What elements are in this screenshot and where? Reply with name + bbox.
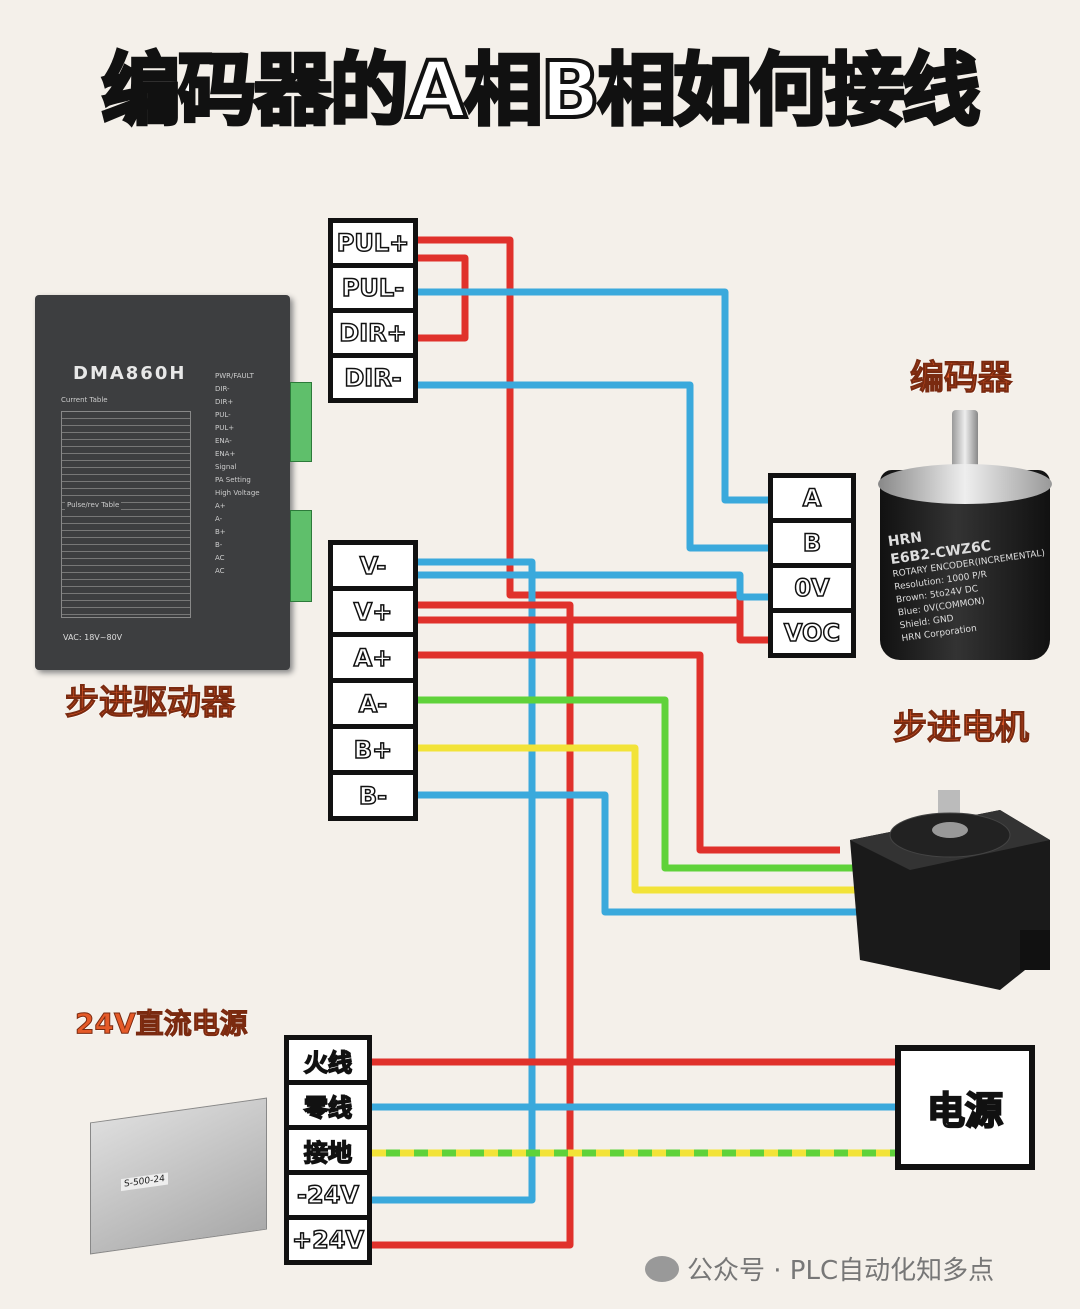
encoder-photo: HRN E6B2-CWZ6C ROTARY ENCODER(INCREMENTA… (878, 410, 1052, 660)
terminal-plus-24v: +24V (289, 1220, 367, 1260)
encoder-label: 编码器 (910, 358, 1013, 399)
motor-label: 步进电机 (893, 708, 1030, 749)
wire-v-plus-voc (418, 616, 744, 640)
wire-b-minus (418, 791, 860, 916)
driver-model: DMA860H (73, 363, 187, 384)
page-title: 编码器的A相B相如何接线 (100, 44, 982, 138)
psu-model: S-500-24 (121, 1172, 168, 1192)
psu-terminals: 火线 零线 接地 -24V +24V (284, 1035, 372, 1265)
terminal-neutral: 零线 (289, 1085, 367, 1125)
terminal-a-plus: A+ (333, 637, 413, 678)
power-source-box: 电源 (895, 1045, 1035, 1170)
terminal-a: A (773, 478, 851, 518)
psu-photo: S-500-24 (90, 1097, 267, 1255)
signal-terminal-block (290, 382, 312, 462)
encoder-cap (878, 464, 1052, 504)
encoder-text: HRN E6B2-CWZ6C ROTARY ENCODER(INCREMENTA… (886, 529, 1046, 645)
terminal-0v: 0V (773, 568, 851, 608)
terminal-ground: 接地 (289, 1130, 367, 1170)
watermark: 公众号 · PLC自动化知多点 (645, 1250, 994, 1287)
terminal-voc: VOC (773, 613, 851, 653)
terminal-b: B (773, 523, 851, 563)
driver-label: 步进驱动器 (65, 683, 236, 724)
current-table-label: Current Table (61, 396, 108, 404)
stepper-driver-photo: DMA860H Current Table Pulse/rev Table VA… (35, 295, 290, 670)
wire-jumper (418, 254, 469, 342)
psu-label: 24V直流电源 (75, 1007, 249, 1041)
wire-a-minus (418, 696, 855, 872)
terminal-live: 火线 (289, 1040, 367, 1080)
wire-a-plus (418, 651, 840, 854)
terminal-v-minus: V- (333, 545, 413, 586)
wire-v-minus-0v (418, 571, 770, 601)
terminal-minus-24v: -24V (289, 1175, 367, 1215)
driver-tables (61, 411, 191, 618)
motor-connector (1020, 930, 1050, 970)
terminal-pul-minus: PUL- (333, 268, 413, 308)
signal-terminals: PUL+ PUL- DIR+ DIR- (328, 218, 418, 403)
wire-v-plus-psu (372, 601, 574, 1249)
wire-v-minus-psu (372, 558, 536, 1204)
wechat-icon (645, 1255, 679, 1282)
wire-b-plus (418, 744, 860, 894)
wire-dir-minus (418, 381, 770, 552)
motor-hub (932, 822, 968, 838)
pulse-table-label: Pulse/rev Table (65, 500, 122, 510)
motor-terminals: V- V+ A+ A- B+ B- (328, 540, 418, 821)
terminal-a-minus: A- (333, 683, 413, 724)
wire-pul-minus (418, 288, 770, 504)
terminal-dir-minus: DIR- (333, 358, 413, 398)
terminal-pul-plus: PUL+ (333, 223, 413, 263)
stepper-motor-photo (850, 790, 1050, 990)
watermark-text: 公众号 · PLC自动化知多点 (687, 1256, 995, 1286)
terminal-v-plus: V+ (333, 591, 413, 632)
power-terminal-block (290, 510, 312, 602)
wire-pul-plus (418, 236, 770, 644)
terminal-b-plus: B+ (333, 729, 413, 770)
terminal-b-minus: B- (333, 775, 413, 816)
terminal-dir-plus: DIR+ (333, 313, 413, 353)
encoder-terminals: A B 0V VOC (768, 473, 856, 658)
driver-vac: VAC: 18V~80V (63, 633, 123, 642)
